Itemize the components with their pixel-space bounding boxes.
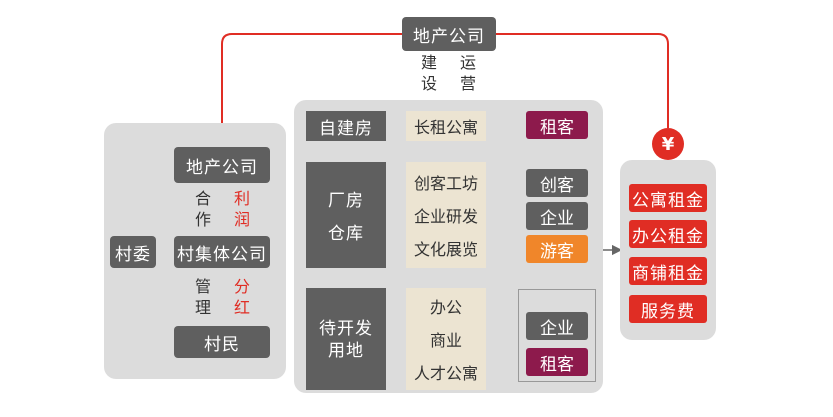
tenant-visitor: 游客 xyxy=(526,235,588,263)
label-manage: 管 理 xyxy=(194,276,211,317)
use-enterprise-rd: 企业研发 xyxy=(413,206,478,226)
red-flow-left xyxy=(214,33,402,148)
use-culture-exhibition: 文化展览 xyxy=(413,239,478,259)
income-shop-rent: 商铺租金 xyxy=(629,257,707,285)
top-real-estate-company: 地产公司 xyxy=(402,17,496,51)
use-commercial: 商业 xyxy=(429,330,462,350)
village-collective-company: 村集体公司 xyxy=(174,236,270,268)
use-office: 办公 xyxy=(429,298,462,318)
tenant-renter: 租客 xyxy=(526,111,588,139)
type-factory-warehouse: 厂房 仓库 xyxy=(306,162,386,268)
left-real-estate-company: 地产公司 xyxy=(174,147,270,183)
label-cooperate: 合 作 xyxy=(194,188,211,229)
village-committee: 村委 xyxy=(110,236,156,268)
tenant-enterprise-2: 企业 xyxy=(526,312,588,340)
income-office-rent: 办公租金 xyxy=(629,220,707,248)
tenant-renter-2: 租客 xyxy=(526,348,588,376)
villagers: 村民 xyxy=(174,326,270,358)
label-operate: 运 营 xyxy=(459,52,476,93)
label-dividend: 分 红 xyxy=(233,276,250,317)
use-talent-apartment: 人才公寓 xyxy=(413,363,478,383)
red-flow-right xyxy=(496,33,669,128)
uses-factory-warehouse: 创客工坊 企业研发 文化展览 xyxy=(406,162,486,268)
use-maker-workshop: 创客工坊 xyxy=(413,174,478,194)
uses-undeveloped-land: 办公 商业 人才公寓 xyxy=(406,288,486,390)
income-apartment-rent: 公寓租金 xyxy=(629,184,707,212)
tenants-box xyxy=(518,289,596,382)
income-service-fee: 服务费 xyxy=(629,295,707,323)
label-build: 建 设 xyxy=(420,52,437,93)
yuan-icon: ¥ xyxy=(652,128,684,160)
tenant-maker: 创客 xyxy=(526,169,588,197)
type-undeveloped-land: 待开发 用地 xyxy=(306,288,386,390)
label-profit: 利 润 xyxy=(233,188,250,229)
type-self-built-house: 自建房 xyxy=(306,111,386,141)
tenant-enterprise: 企业 xyxy=(526,202,588,230)
use-long-term-apartment: 长租公寓 xyxy=(406,111,486,141)
